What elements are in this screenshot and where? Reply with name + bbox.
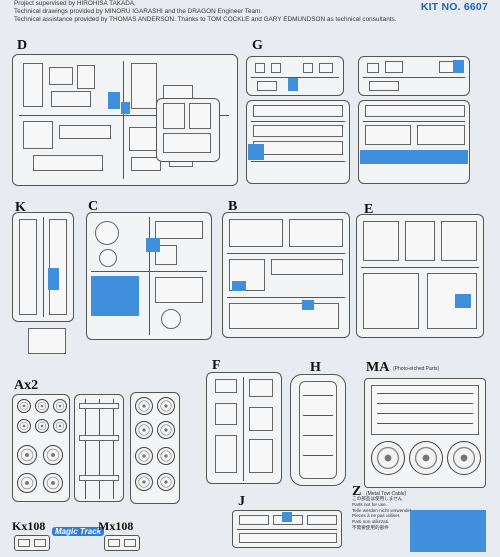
- track-label-mx108: Mx108: [98, 519, 134, 533]
- sprue-label-g: G: [252, 38, 263, 53]
- unused-part-highlight: [232, 281, 246, 291]
- sprue-h-hull-frame: [290, 374, 346, 486]
- sprue-f-frame: [206, 372, 282, 484]
- magic-track-logo: Magic Track: [52, 527, 105, 536]
- unused-parts-legend-swatch: [410, 510, 486, 552]
- sprue-e-frame: [356, 214, 484, 338]
- unused-part-highlight: [48, 268, 59, 290]
- unused-part-highlight: [121, 102, 130, 114]
- credit-line: Technical drawings provided by MINORU IG…: [14, 8, 263, 16]
- note-line: 不需要使用的部件: [352, 524, 389, 530]
- sprue-k-loose-part: [28, 328, 66, 354]
- sprue-g-frame-3: [246, 100, 350, 184]
- credit-line: Technical assistance provided by THOMAS …: [14, 16, 397, 24]
- note-line: Parti non utilizzati.: [352, 519, 390, 525]
- sprue-label-c: C: [88, 199, 99, 214]
- sprue-label-e: E: [364, 202, 374, 217]
- sprue-label-k: K: [15, 200, 26, 215]
- sprue-a-wheels-right: [130, 392, 180, 504]
- sprue-label-j: J: [238, 494, 245, 509]
- credit-line: Project supervised by HIROHISA TAKADA.: [14, 0, 136, 7]
- sprue-a-wheels-left: [12, 394, 70, 502]
- note-line: Parts not for use.: [352, 501, 387, 507]
- sprue-label-h: H: [310, 360, 321, 375]
- note-line: この部品は使用しません: [352, 496, 403, 501]
- unused-part-highlight: [91, 276, 139, 316]
- unused-part-highlight: [453, 60, 464, 73]
- sprue-label-ma: MA: [366, 360, 390, 375]
- unused-part-highlight: [108, 92, 120, 109]
- sprue-b-frame: [222, 212, 350, 338]
- unused-parts-notes: この部品は使用しません Parts not for use. Teile wer…: [352, 496, 413, 531]
- sprue-ma-fret: [364, 378, 486, 488]
- sprue-a-middle: [74, 394, 124, 502]
- sprue-label-f: F: [212, 358, 221, 373]
- sprue-label-d: D: [17, 38, 28, 53]
- sprue-g-frame-2: [358, 56, 470, 96]
- sprue-k-frame: [12, 212, 74, 322]
- kit-number: KIT NO. 6607: [420, 1, 488, 13]
- unused-part-highlight: [302, 300, 314, 310]
- sprue-label-b: B: [228, 199, 238, 214]
- track-link-m: [104, 535, 140, 551]
- unused-part-highlight: [360, 150, 468, 164]
- sprue-label-z: Z: [352, 484, 362, 499]
- sprue-z-note: (Metal Tow Cable): [366, 491, 407, 497]
- unused-part-highlight: [248, 144, 264, 160]
- sprue-label-ax2: Ax2: [14, 378, 39, 393]
- track-link-k: [14, 535, 50, 551]
- sprue-ma-note: (Photo-etched Parts): [393, 366, 440, 372]
- unused-part-highlight: [455, 294, 471, 308]
- note-line: Teile werden nicht verwendet.: [352, 507, 413, 513]
- track-label-kx108: Kx108: [12, 519, 46, 533]
- sprue-g-frame-4: [358, 100, 470, 184]
- unused-part-highlight: [146, 238, 160, 252]
- note-line: Pieces à ne pas utiliser.: [352, 513, 401, 519]
- credits-block: Project supervised by HIROHISA TAKADA. T…: [14, 0, 414, 25]
- unused-part-highlight: [288, 78, 298, 91]
- sprue-d-side-frame: [156, 98, 220, 162]
- unused-part-highlight: [282, 512, 292, 522]
